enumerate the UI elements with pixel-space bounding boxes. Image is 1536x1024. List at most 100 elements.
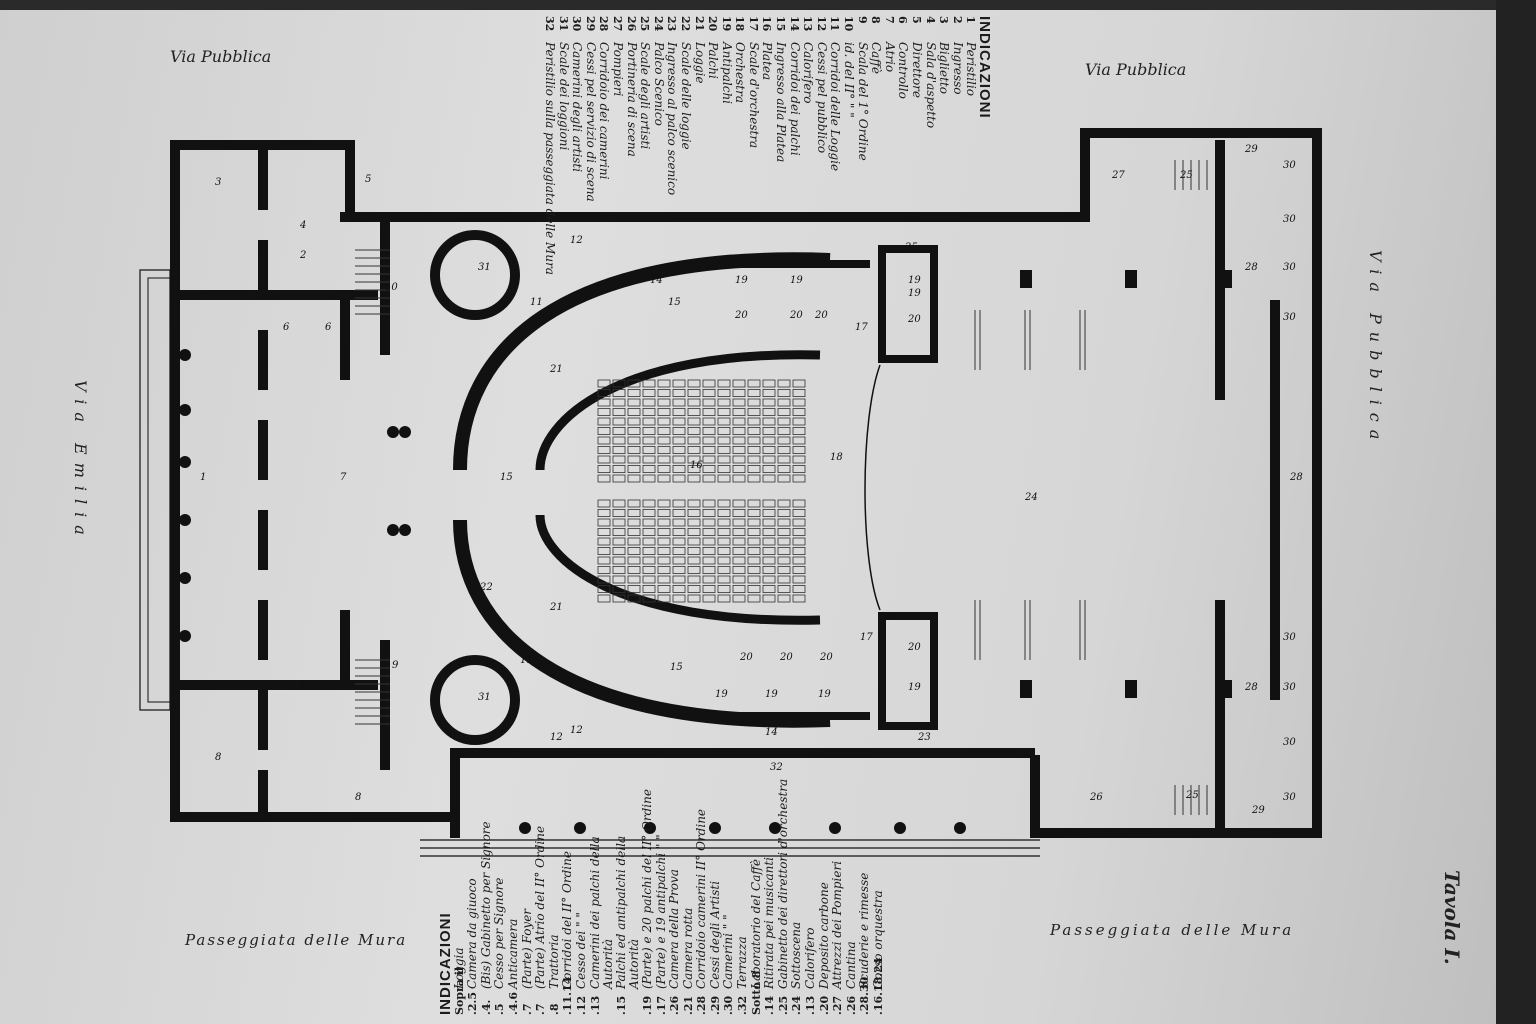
seat	[792, 427, 806, 435]
seat	[642, 594, 656, 603]
legend-item-text: Trattoria	[546, 934, 561, 990]
legend-item-number: 3	[937, 16, 951, 24]
seat	[717, 585, 731, 593]
room-number: 5	[365, 174, 371, 185]
legend-item-number: 19	[719, 16, 733, 32]
legend-item-number: .7	[520, 1003, 534, 1015]
legend-item-text: Laboratorio del Caffè	[748, 859, 763, 989]
seat	[642, 455, 656, 464]
legend-item-text: Cesso dei " "	[573, 912, 588, 989]
seat	[687, 528, 701, 536]
seat	[747, 389, 761, 397]
seat	[792, 509, 806, 517]
seat	[777, 417, 791, 426]
seat	[642, 585, 656, 593]
legend-item-number: 15	[774, 16, 788, 32]
seat	[792, 556, 806, 565]
legend-item-text: Camera della Prova	[667, 869, 682, 989]
room-number: 30	[1283, 312, 1296, 323]
room-number: 12	[570, 725, 583, 736]
seat	[627, 427, 641, 435]
legend-item-number: 1	[964, 16, 978, 24]
seat	[732, 499, 746, 508]
legend-item-text: Camerini " "	[721, 914, 736, 989]
room-number: 20	[739, 652, 753, 663]
legend-item-number: .11.14	[561, 976, 575, 1015]
seat	[672, 455, 686, 464]
room-number: 14	[650, 275, 663, 286]
room-number: 20	[907, 314, 921, 325]
room-number: 30	[1283, 160, 1296, 171]
seat	[672, 465, 686, 473]
legend-item: 22Scale delle loggie	[678, 16, 693, 275]
seat	[762, 446, 776, 454]
legend-item: 19Antipalchi	[719, 16, 734, 275]
seat	[777, 427, 791, 435]
legend-item: 3Biglietto	[937, 16, 951, 275]
column	[179, 456, 191, 468]
seat	[732, 537, 746, 546]
legend-item: .25Gabinetto dei direttori d'orchestra	[776, 779, 791, 1015]
legend-item: 28Corridoio dei camerini	[597, 16, 611, 275]
seat	[627, 509, 641, 517]
legend-item-text: Palco Scenico	[651, 42, 666, 126]
seat	[612, 474, 626, 483]
legend-item-number: .13	[588, 995, 602, 1015]
legend-item: Sopra ilLoggia	[452, 779, 467, 1015]
seat	[672, 389, 686, 397]
room-number: 22	[479, 582, 493, 593]
seat	[672, 537, 686, 546]
legend-item-number: 13	[801, 16, 815, 32]
seat	[612, 389, 626, 397]
legend-item: .4.(Bis) Gabinetto per Signore	[479, 779, 494, 1015]
legend-item-number: .15	[614, 995, 628, 1015]
column	[179, 572, 191, 584]
legend-item-text: Palchi	[706, 42, 721, 79]
legend-item-text: Cessi pel pubblico	[814, 42, 829, 154]
seat	[642, 379, 656, 388]
seat	[642, 446, 656, 454]
legend-item-text: (Parte) e 19 antipalchi " "	[653, 834, 668, 989]
plate-label: Tavola I.	[1440, 870, 1464, 965]
room-number: 18	[830, 452, 843, 463]
seat	[777, 499, 791, 508]
legend-item-text: Cantina	[843, 941, 858, 989]
legend-item-number: 16	[760, 16, 774, 32]
legend-item: 13Calorifero	[801, 16, 815, 275]
seat	[657, 499, 671, 508]
room-number: 19	[908, 288, 921, 299]
seat	[642, 556, 656, 565]
legend-item: .29Cessi degli Artisti	[708, 779, 723, 1015]
seat	[687, 509, 701, 517]
room-number: 11	[530, 297, 543, 308]
seat	[717, 379, 731, 388]
seat	[717, 474, 731, 483]
legend-item-number: 17	[746, 16, 760, 32]
legend-item-number: .8	[547, 1003, 561, 1015]
seat	[657, 436, 671, 445]
seat	[657, 518, 671, 527]
legend-item-text: Orchestra	[733, 42, 748, 103]
seat	[672, 518, 686, 527]
room-number: 25	[1179, 170, 1193, 181]
legend-item: .16.18.24Corso orquestra	[871, 779, 886, 1015]
seat	[702, 446, 716, 454]
seat	[642, 528, 656, 536]
seat	[672, 398, 686, 407]
legend-item-text: (Parte) e 20 palchi del II° Ordine	[639, 789, 654, 989]
seat	[642, 518, 656, 527]
seat	[627, 446, 641, 454]
seat	[627, 455, 641, 464]
seat	[702, 436, 716, 445]
legend-item-text: Corridoi dei palchi	[787, 42, 802, 156]
seat	[702, 518, 716, 527]
legend-item-text: Deposito carbone	[816, 882, 831, 989]
seat	[777, 436, 791, 445]
seat	[717, 499, 731, 508]
seat	[777, 455, 791, 464]
legend-item-number: .30	[722, 995, 736, 1015]
seat	[732, 509, 746, 517]
legend-item-text: Portineria di scena	[624, 42, 639, 157]
seat	[657, 547, 671, 555]
room-number: 19	[908, 682, 921, 693]
